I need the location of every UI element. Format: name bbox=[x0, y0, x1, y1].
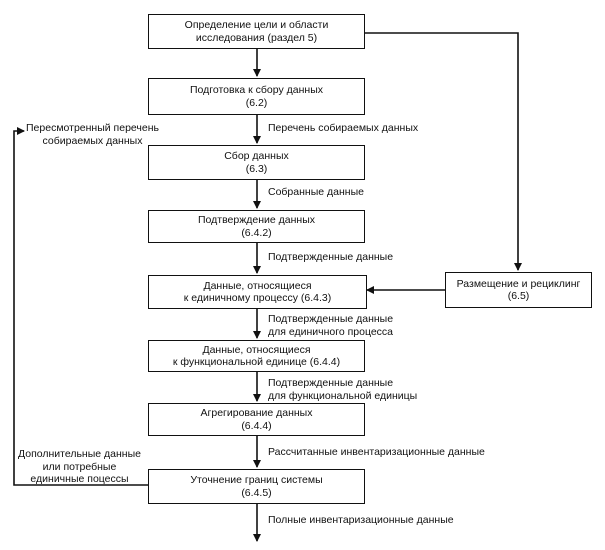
edge-label-validated-functional-line1: Подтвержденные данные bbox=[268, 377, 394, 389]
arrow-feedback-to-datalist bbox=[13, 127, 148, 486]
edge-label-validated-unit: Подтвержденные данные для единичного про… bbox=[268, 313, 393, 338]
edge-label-additional-data-line2: или потребные bbox=[42, 460, 117, 473]
edge-label-validated-unit-line1: Подтвержденные данные bbox=[268, 313, 394, 325]
node-allocation-recycling-line2: (6.5) bbox=[507, 290, 530, 302]
edge-label-data-list-line1: Перечень собираемых данных bbox=[268, 122, 419, 134]
node-data-collection: Сбор данных (6.3) bbox=[148, 145, 365, 180]
node-boundary-refinement-line1: Уточнение границ системы bbox=[190, 474, 323, 486]
edge-label-additional-data-line3: единичные поцессы bbox=[30, 473, 129, 485]
node-functional-unit-data-line2: к функциональной единице (6.4.4) bbox=[172, 356, 341, 368]
edge-label-additional-data-line1: Дополнительные данные bbox=[18, 448, 141, 460]
edge-label-collected-line1: Собранные данные bbox=[268, 186, 364, 198]
edge-label-validated-unit-line2: для единичного процесса bbox=[268, 325, 394, 338]
edge-label-complete: Полные инвентаризационные данные bbox=[268, 514, 454, 527]
node-allocation-recycling-line1: Размещение и рециклинг bbox=[456, 277, 581, 290]
edge-label-calculated-line1: Рассчитанные инвентаризационные данные bbox=[268, 446, 485, 458]
node-functional-unit-data: Данные, относящиеся к функциональной еди… bbox=[148, 340, 365, 372]
edge-label-validated-line1: Подтвержденные данные bbox=[268, 251, 394, 263]
node-data-aggregation-line2: (6.4.4) bbox=[241, 419, 272, 432]
node-unit-process-data-line1: Данные, относящиеся bbox=[203, 279, 312, 292]
node-boundary-refinement: Уточнение границ системы (6.4.5) bbox=[148, 469, 365, 504]
edge-label-revised-list-line2: собираемых данных bbox=[42, 134, 143, 147]
node-data-prep-line1: Подготовка к сбору данных bbox=[189, 84, 324, 96]
node-data-collection-line1: Сбор данных bbox=[224, 150, 289, 162]
edge-label-revised-list-line1: Пересмотренный перечень bbox=[26, 122, 159, 134]
edge-label-collected: Собранные данные bbox=[268, 186, 364, 199]
node-data-aggregation: Агрегирование данных (6.4.4) bbox=[148, 403, 365, 436]
edge-label-calculated: Рассчитанные инвентаризационные данные bbox=[268, 446, 485, 459]
node-data-collection-line2: (6.3) bbox=[245, 162, 268, 175]
node-goal-scope-line1: Определение цели и области bbox=[184, 19, 329, 31]
edge-label-validated-functional: Подтвержденные данные для функциональной… bbox=[268, 377, 417, 402]
node-data-prep-line2: (6.2) bbox=[245, 96, 268, 109]
node-goal-scope: Определение цели и области исследования … bbox=[148, 14, 365, 49]
node-goal-scope-line2: исследования (раздел 5) bbox=[195, 31, 318, 44]
arrow-goal-to-allocation bbox=[365, 32, 522, 271]
edge-label-additional-data: Дополнительные данные или потребные един… bbox=[18, 448, 141, 486]
node-unit-process-data-line2: к единичному процессу (6.4.3) bbox=[183, 292, 332, 304]
node-functional-unit-data-line1: Данные, относящиеся bbox=[202, 343, 311, 356]
edge-label-validated: Подтвержденные данные bbox=[268, 251, 393, 264]
node-unit-process-data: Данные, относящиеся к единичному процесс… bbox=[148, 275, 367, 309]
node-data-prep: Подготовка к сбору данных (6.2) bbox=[148, 78, 365, 115]
edge-label-data-list: Перечень собираемых данных bbox=[268, 122, 418, 135]
node-data-validation: Подтверждение данных (6.4.2) bbox=[148, 210, 365, 243]
node-allocation-recycling: Размещение и рециклинг (6.5) bbox=[445, 272, 592, 308]
node-boundary-refinement-line2: (6.4.5) bbox=[241, 486, 272, 499]
node-data-validation-line1: Подтверждение данных bbox=[197, 214, 315, 226]
edge-label-complete-line1: Полные инвентаризационные данные bbox=[268, 514, 454, 526]
edge-label-validated-functional-line2: для функциональной единицы bbox=[268, 389, 418, 402]
node-data-validation-line2: (6.4.2) bbox=[241, 226, 272, 239]
node-data-aggregation-line1: Агрегирование данных bbox=[200, 407, 313, 419]
edge-label-revised-list: Пересмотренный перечень собираемых данны… bbox=[26, 122, 159, 147]
